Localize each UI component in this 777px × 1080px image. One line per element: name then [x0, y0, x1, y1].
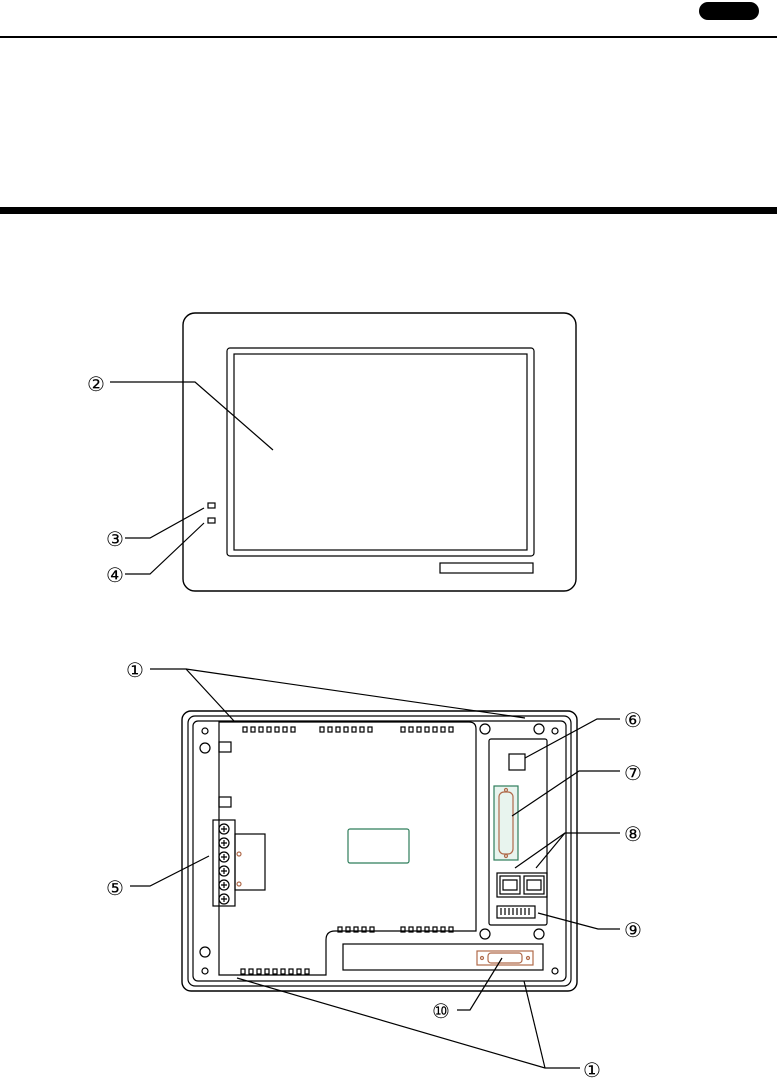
callout-10: ⑩	[432, 999, 450, 1023]
display-screen	[234, 354, 527, 550]
latch	[219, 797, 231, 807]
led-1	[208, 503, 215, 508]
latch	[219, 742, 231, 752]
port-square	[509, 754, 525, 770]
display-bezel	[227, 348, 534, 556]
mount-hole	[534, 929, 544, 939]
option-slot	[343, 944, 543, 970]
front-view	[110, 313, 576, 591]
mount-hole	[480, 724, 490, 734]
rear-view	[130, 669, 620, 1068]
callout-1-top: ①	[126, 658, 144, 682]
callout-6: ⑥	[624, 708, 642, 732]
leader-8a	[515, 833, 620, 868]
leader-5	[130, 856, 209, 886]
rj45-ports	[497, 873, 547, 897]
corner-hole	[202, 728, 208, 734]
mount-hole	[480, 929, 490, 939]
leader-1a	[150, 669, 234, 721]
callout-8: ⑧	[624, 822, 642, 846]
front-housing	[183, 313, 576, 591]
callout-1-bottom: ①	[583, 1058, 601, 1080]
callout-7: ⑦	[624, 761, 642, 785]
callout-5: ⑤	[106, 876, 124, 900]
name-plate	[440, 563, 533, 573]
callout-2: ②	[87, 372, 105, 396]
dip-switch	[497, 906, 535, 918]
callout-3: ③	[106, 527, 124, 551]
mount-hole	[200, 743, 210, 753]
corner-hole	[202, 968, 208, 974]
callout-4: ④	[106, 563, 124, 587]
corner-hole	[552, 728, 558, 734]
led-2	[208, 518, 215, 523]
leader-2	[110, 382, 273, 450]
mount-hole	[534, 724, 544, 734]
db25-connector	[494, 786, 518, 860]
center-label	[348, 829, 409, 863]
leader-10	[457, 958, 502, 1010]
vent-row-top	[243, 727, 453, 732]
mount-hole	[200, 947, 210, 957]
leader-4	[125, 523, 204, 574]
callout-9: ⑨	[624, 918, 642, 942]
leader-9	[538, 913, 620, 929]
vent-row-bottom	[241, 969, 309, 974]
corner-hole	[552, 968, 558, 974]
terminal-block	[213, 820, 265, 906]
db15-connector	[477, 951, 533, 965]
leader-1d	[524, 981, 545, 1068]
